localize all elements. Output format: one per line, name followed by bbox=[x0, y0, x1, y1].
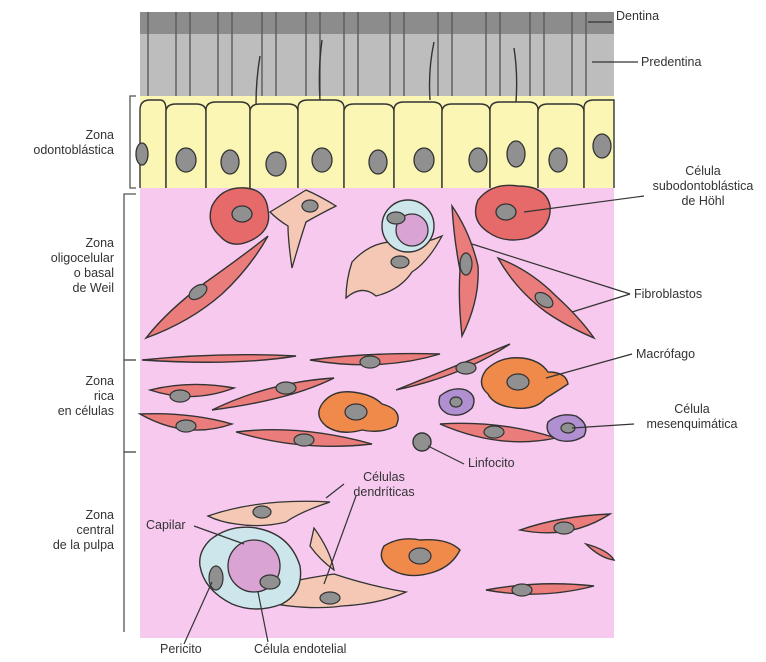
fibroblasts-label: Fibroblastos bbox=[634, 287, 702, 302]
macrophage-label: Macrófago bbox=[636, 347, 695, 362]
zone-brackets bbox=[124, 96, 136, 632]
capillary-top bbox=[382, 200, 434, 252]
odontoblast-cells bbox=[140, 100, 614, 188]
endothelial-label: Célula endotelial bbox=[254, 642, 346, 657]
capillary-label: Capilar bbox=[146, 518, 186, 533]
lymphocyte bbox=[413, 433, 431, 451]
predentin-label: Predentina bbox=[641, 55, 701, 70]
lymphocyte-label: Linfocito bbox=[468, 456, 515, 471]
predentin-layer bbox=[140, 28, 614, 98]
pericyte-label: Pericito bbox=[160, 642, 202, 657]
dentin-label: Dentina bbox=[616, 9, 659, 24]
dentin-layer bbox=[140, 12, 614, 34]
